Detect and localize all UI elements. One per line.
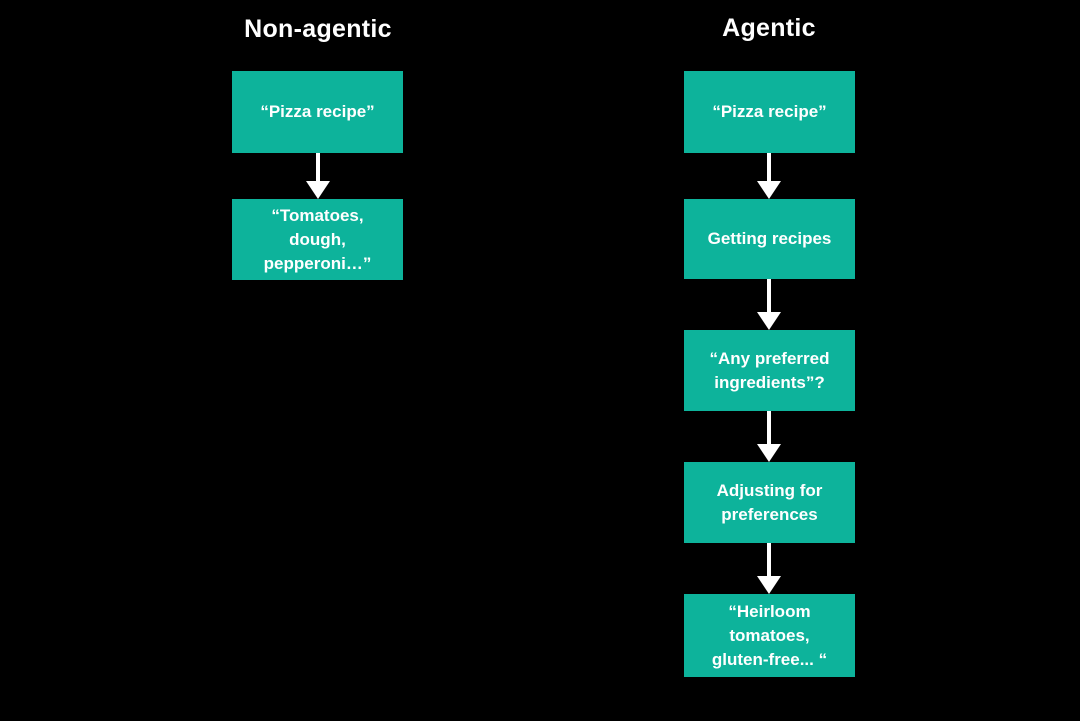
arrow-down-icon <box>306 153 330 199</box>
flow-box-preferred-ingredients: “Any preferred ingredients”? <box>684 330 855 411</box>
arrow-head <box>757 181 781 199</box>
arrow-head <box>306 181 330 199</box>
flow-box-tomatoes-dough: “Tomatoes, dough, pepperoni…” <box>232 199 403 280</box>
arrow-down-icon <box>757 279 781 330</box>
arrow-down-icon <box>757 153 781 199</box>
flow-box-pizza-recipe-left: “Pizza recipe” <box>232 71 403 153</box>
arrow-shaft <box>767 543 771 576</box>
flow-box-heirloom-tomatoes: “Heirloom tomatoes, gluten-free... “ <box>684 594 855 677</box>
arrow-shaft <box>767 411 771 444</box>
flow-box-adjusting-preferences: Adjusting for preferences <box>684 462 855 543</box>
column-title-agentic: Agentic <box>722 14 816 42</box>
flow-box-getting-recipes: Getting recipes <box>684 199 855 279</box>
arrow-head <box>757 576 781 594</box>
arrow-shaft <box>767 279 771 312</box>
arrow-head <box>757 444 781 462</box>
arrow-down-icon <box>757 411 781 462</box>
arrow-shaft <box>316 153 320 181</box>
arrow-head <box>757 312 781 330</box>
arrow-down-icon <box>757 543 781 594</box>
arrow-shaft <box>767 153 771 181</box>
column-title-non-agentic: Non-agentic <box>244 15 392 43</box>
flow-box-pizza-recipe-right: “Pizza recipe” <box>684 71 855 153</box>
